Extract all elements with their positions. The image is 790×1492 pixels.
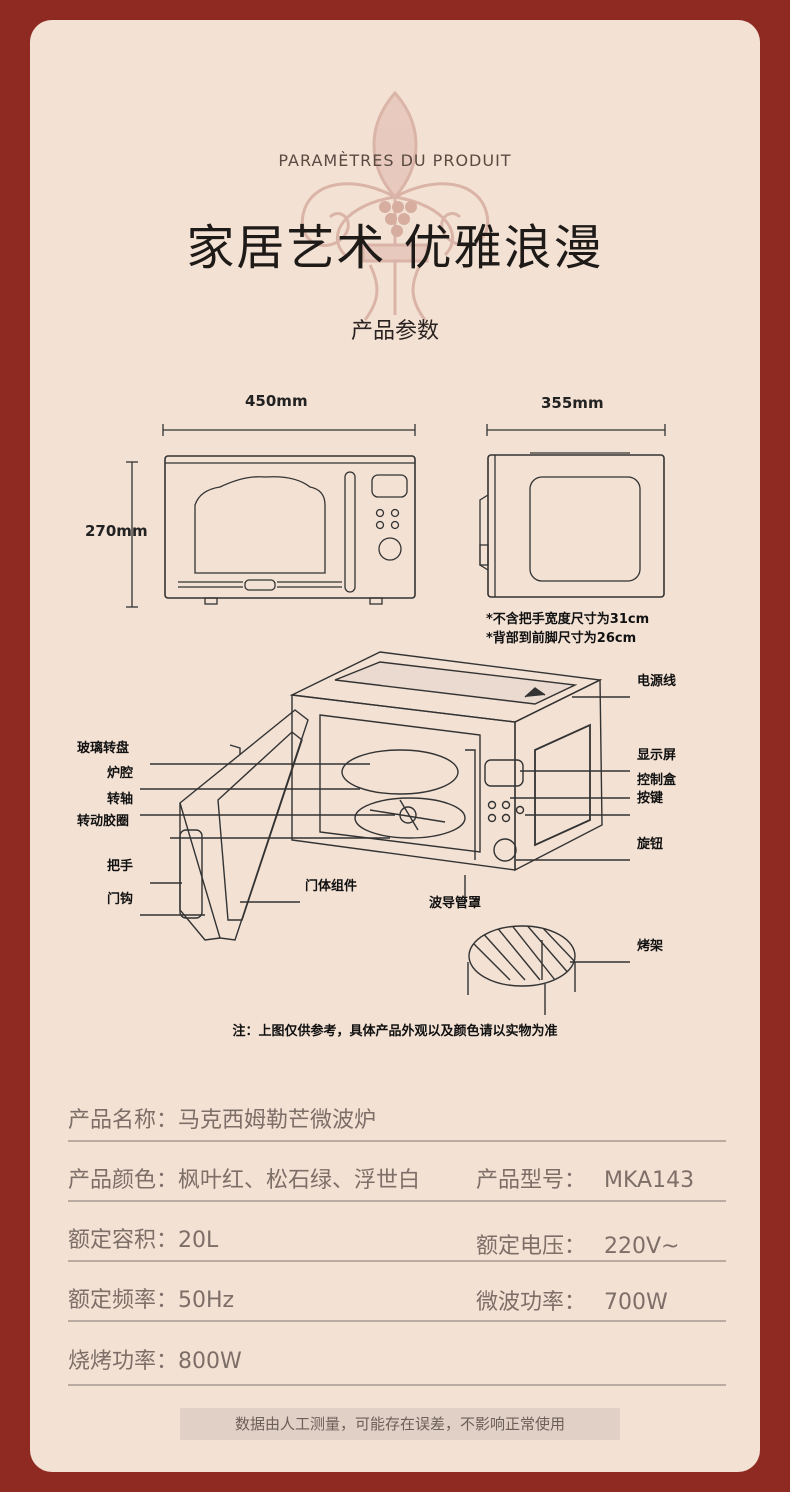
page-title: 家居艺术 优雅浪漫 [186,220,604,276]
spec-color-label: 产品颜色： [68,1168,179,1193]
spec-voltage-row: 额定电压： 220V~ [476,1228,680,1260]
label-cavity: 炉腔 [107,766,134,781]
measurement-disclaimer: 数据由人工测量，可能存在误差，不影响正常使用 [180,1408,620,1440]
label-display: 显示屏 [637,748,677,763]
spec-capacity-label: 额定容积： [68,1228,179,1253]
spec-card: PARAMÈTRES DU PRODUIT 家居艺术 优雅浪漫 产品参数 450… [30,20,760,1472]
spec-grill-power-value: 800W [178,1349,242,1374]
spec-model-value: MKA143 [604,1168,695,1193]
diagram-note: 注：上图仅供参考，具体产品外观以及颜色请以实物为准 [232,1024,558,1039]
divider [68,1384,726,1386]
spec-color-value: 枫叶红、松石绿、浮世白 [178,1168,421,1193]
front-view-drawing [126,424,416,608]
spec-microwave-power-row: 微波功率： 700W [476,1284,668,1316]
spec-name-value: 马克西姆勒芒微波炉 [178,1108,377,1133]
spec-name-label: 产品名称： [68,1108,179,1133]
label-control-box: 控制盒 [637,773,677,788]
divider [68,1140,726,1142]
spec-microwave-power-value: 700W [604,1290,668,1315]
spec-microwave-power-label: 微波功率： [476,1290,587,1315]
spec-model-row: 产品型号： MKA143 [476,1162,694,1194]
label-waveguide-cover: 波导管罩 [429,896,482,911]
spec-capacity-row: 额定容积：20L [68,1222,218,1254]
dimension-note-depth: *背部到前脚尺寸为26cm [486,631,637,646]
spec-voltage-value: 220V~ [604,1234,680,1259]
spec-frequency-label: 额定频率： [68,1288,179,1313]
label-buttons: 按键 [637,791,664,806]
exploded-diagram [140,651,630,1015]
spec-capacity-value: 20L [178,1228,219,1253]
label-grill-rack: 烤架 [637,939,664,954]
label-power-cord: 电源线 [637,674,677,689]
label-glass-turntable: 玻璃转盘 [77,741,130,756]
spec-grill-power-row: 烧烤功率：800W [68,1343,242,1375]
label-knob: 旋钮 [637,837,664,852]
divider [68,1200,726,1202]
divider [68,1320,726,1322]
spec-frequency-value: 50Hz [178,1288,235,1313]
label-roller-ring: 转动胶圈 [77,814,130,829]
spec-model-label: 产品型号： [476,1168,587,1193]
dimension-note-handle: *不含把手宽度尺寸为31cm [486,612,650,627]
subtitle-french: PARAMÈTRES DU PRODUIT [278,151,512,170]
side-view-drawing [479,424,666,598]
label-door-hook: 门钩 [107,892,134,907]
width-dimension: 450mm [245,392,308,410]
section-title: 产品参数 [350,319,439,344]
depth-dimension: 355mm [541,394,604,412]
spec-frequency-row: 额定频率：50Hz [68,1282,234,1314]
label-door-assembly: 门体组件 [305,879,358,894]
divider [68,1260,726,1262]
label-shaft: 转轴 [107,792,134,807]
spec-voltage-label: 额定电压： [476,1234,587,1259]
spec-grill-power-label: 烧烤功率： [68,1349,179,1374]
label-handle: 把手 [107,859,134,874]
spec-color-row: 产品颜色：枫叶红、松石绿、浮世白 [68,1162,420,1194]
fleur-de-lis-ornament [300,90,490,321]
spec-name-row: 产品名称：马克西姆勒芒微波炉 [68,1102,376,1134]
